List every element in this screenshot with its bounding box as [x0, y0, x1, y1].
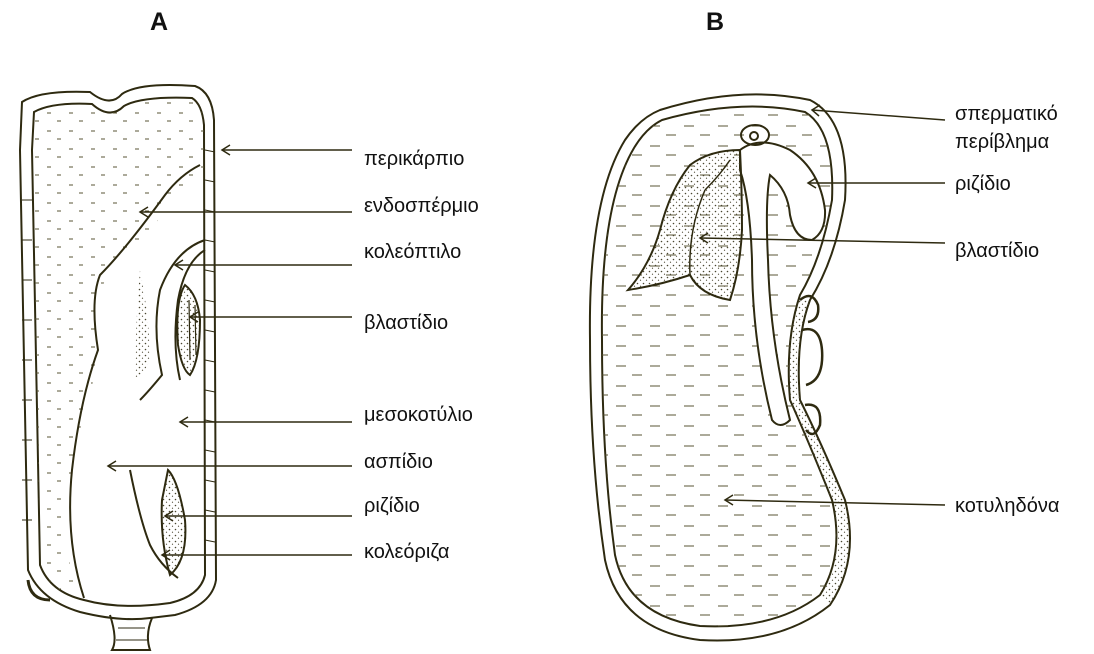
panel-b-letter: B	[706, 8, 724, 37]
label-scutellum: ασπίδιο	[364, 450, 433, 474]
arrow-seed-coat	[812, 110, 945, 120]
grain-seed-drawing	[20, 85, 216, 650]
label-radicle-b: ριζίδιο	[955, 172, 1011, 196]
label-pericarp: περικάρπιο	[364, 147, 464, 171]
panel-a-letter: A	[150, 8, 168, 37]
bean-seed-drawing	[590, 94, 850, 640]
label-mesocotyl: μεσοκοτύλιο	[364, 403, 473, 427]
label-endosperm: ενδοσπέρμιο	[364, 194, 479, 218]
label-seed-coat-line2: περίβλημα	[955, 130, 1049, 154]
label-plumule: βλαστίδιο	[364, 311, 448, 335]
mesocotyl	[135, 270, 150, 380]
label-plumule-b: βλαστίδιο	[955, 239, 1039, 263]
label-cotyledon: κοτυληδόνα	[955, 494, 1059, 518]
label-radicle: ριζίδιο	[364, 494, 420, 518]
label-coleoptile: κολεόπτιλο	[364, 240, 461, 264]
label-seed-coat-line1: σπερματικό	[955, 102, 1058, 126]
label-coleorhiza: κολεόριζα	[364, 540, 449, 564]
grain-base	[110, 615, 152, 650]
radicle	[162, 470, 186, 575]
plumule	[177, 285, 200, 375]
